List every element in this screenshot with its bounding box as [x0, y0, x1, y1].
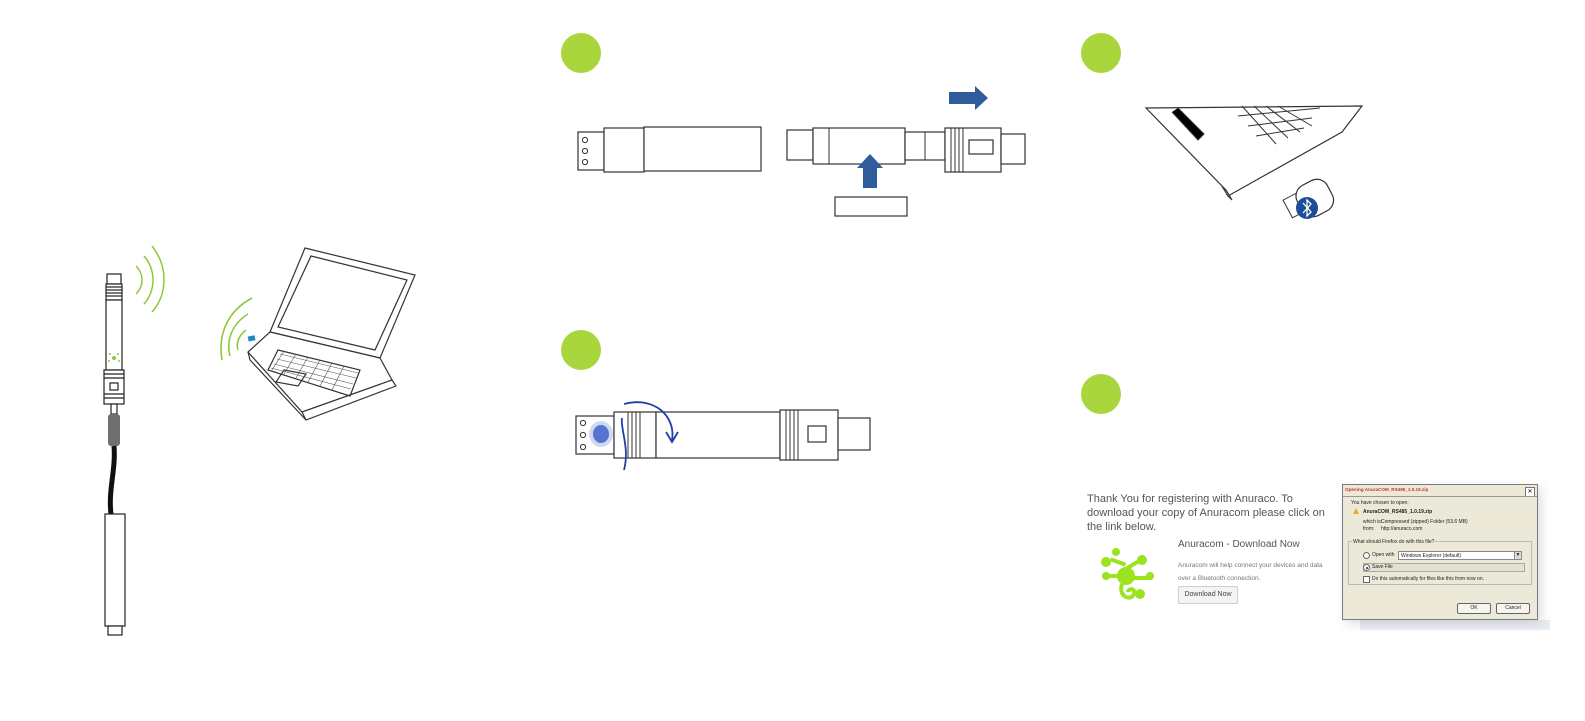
anura-frog-logo-icon — [1101, 548, 1154, 600]
title-divider — [1343, 496, 1537, 497]
firefox-download-dialog: Opening AnuraCOM_RS485_1.0.19.zip ✕ You … — [1342, 484, 1538, 620]
from-value: http://anuraco.com — [1381, 526, 1423, 532]
warning-icon — [1353, 508, 1359, 514]
open-with-app: Windows Explorer (default) — [1401, 553, 1462, 559]
open-with-select[interactable]: Windows Explorer (default) ▼ — [1398, 551, 1522, 560]
save-file-label: Save File — [1372, 564, 1393, 570]
sensor-probe-illustration — [103, 245, 165, 636]
step-circle-1 — [561, 33, 601, 73]
logger-twist-illustration — [575, 401, 871, 471]
from-label: from: — [1363, 526, 1375, 532]
auto-checkbox-label: Do this automatically for files like thi… — [1372, 576, 1484, 582]
cancel-button[interactable]: Cancel — [1496, 603, 1530, 614]
which-is-value: Compressed (zipped) Folder (53.6 MB) — [1381, 519, 1468, 525]
dialog-shadow — [1360, 620, 1550, 630]
open-with-radio[interactable] — [1363, 552, 1370, 559]
logger-closed-illustration — [577, 126, 762, 173]
download-title: Anuracom - Download Now — [1178, 539, 1300, 550]
laptop-dongle-illustration — [1144, 105, 1364, 219]
save-file-radio[interactable] — [1363, 564, 1370, 571]
logger-open-battery-illustration — [786, 86, 1026, 217]
download-now-button[interactable]: Download Now — [1178, 586, 1238, 604]
laptop-illustration — [220, 247, 416, 421]
open-with-label: Open with — [1372, 552, 1395, 558]
dialog-title: Opening AnuraCOM_RS485_1.0.19.zip — [1345, 487, 1429, 492]
download-description: Anuracom will help connect your devices … — [1178, 562, 1323, 582]
step-circle-2 — [561, 330, 601, 370]
ok-button[interactable]: OK — [1457, 603, 1491, 614]
auto-checkbox[interactable] — [1363, 576, 1370, 583]
dialog-question: What should Firefox do with this file? — [1352, 539, 1436, 545]
dialog-filename: AnuraCOM_RS485_1.0.19.zip — [1363, 509, 1433, 515]
registration-message: Thank You for registering with Anuraco. … — [1087, 493, 1325, 533]
which-is-label: which is: — [1363, 519, 1383, 525]
step-circle-3 — [1081, 33, 1121, 73]
chosen-to-open-label: You have chosen to open: — [1351, 500, 1409, 506]
chevron-down-icon[interactable]: ▼ — [1514, 552, 1521, 559]
step-circle-4 — [1081, 374, 1121, 414]
action-group — [1348, 541, 1532, 585]
